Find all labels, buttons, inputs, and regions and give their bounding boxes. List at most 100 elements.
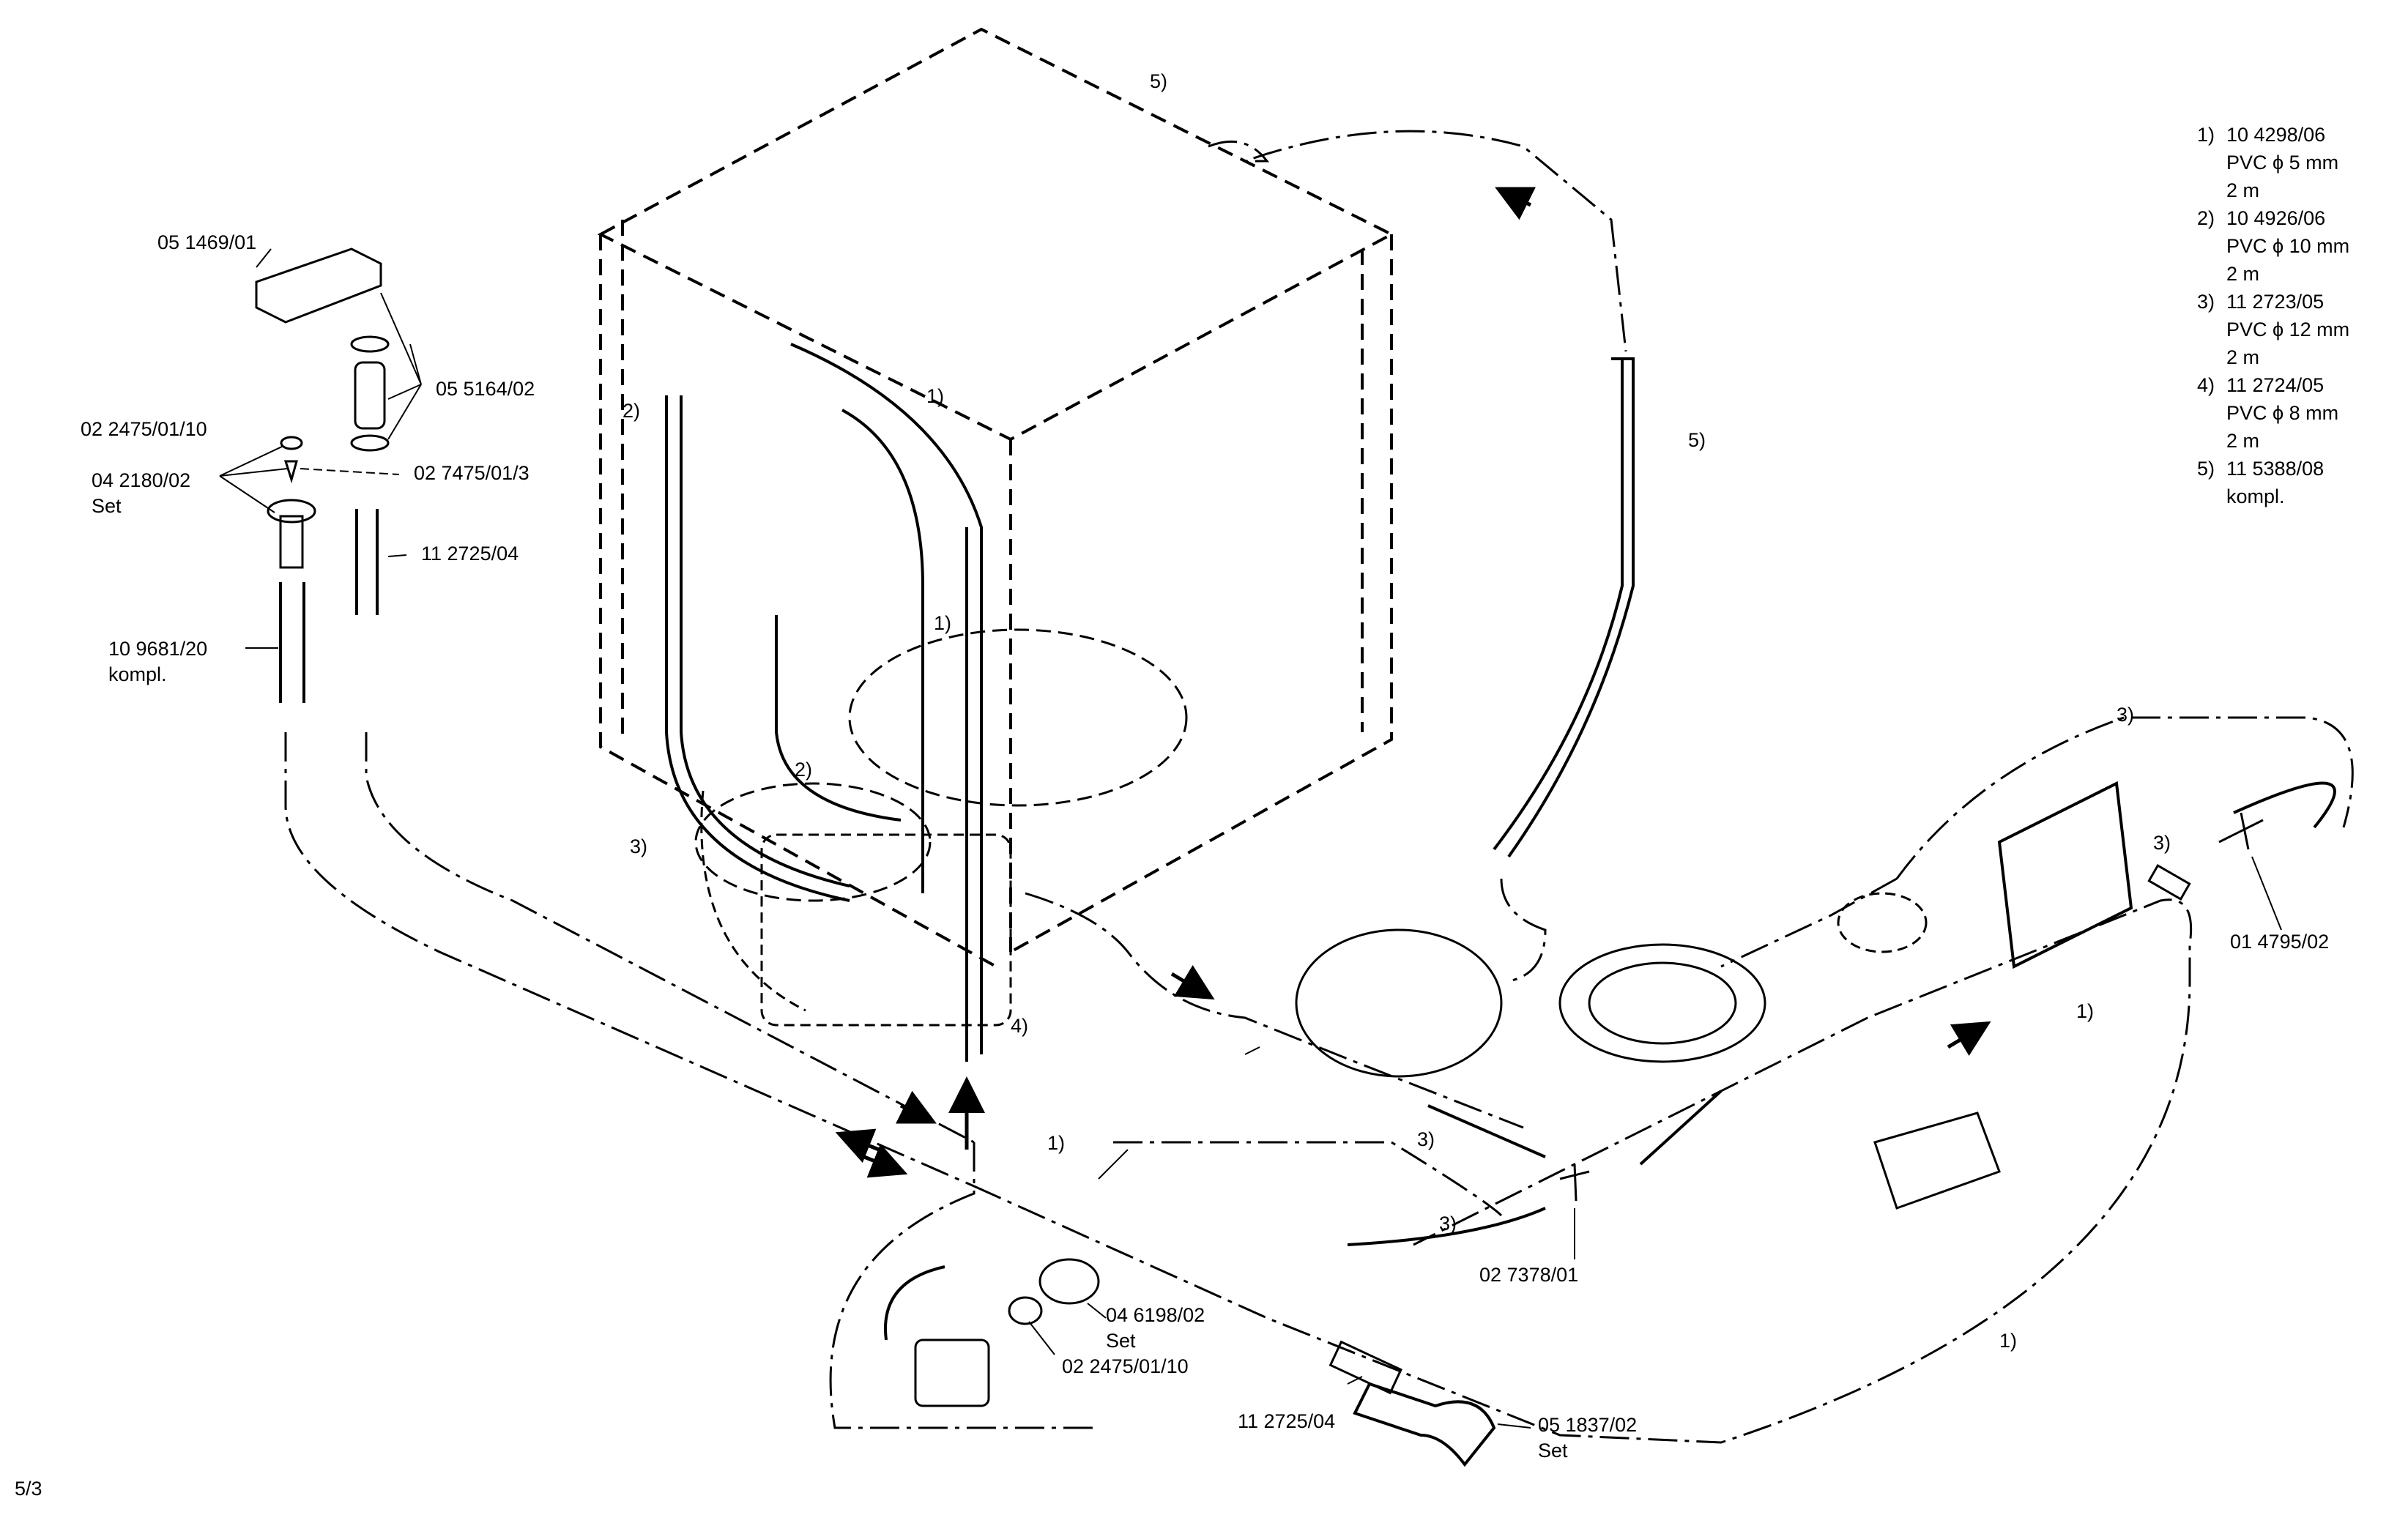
cap-body [279, 515, 304, 569]
hose-1-loop [790, 343, 983, 1054]
label-02-2475-01-10-bottom: 02 2475/01/10 [1062, 1355, 1189, 1377]
label-02-7378-01: 02 7378/01 [1479, 1264, 1578, 1286]
hose-2-left [665, 395, 850, 902]
ref-1-a: 1) [926, 385, 944, 407]
bottom-valve [914, 1338, 990, 1407]
label-11-2725-04-bottom: 11 2725/04 [1238, 1410, 1335, 1432]
flow-arrows [835, 187, 1991, 1178]
sleeve-05-5164-02 [354, 361, 386, 430]
elbow-05-1837-02 [1353, 1382, 1496, 1467]
ref-1-e: 1) [1999, 1330, 2017, 1352]
hose-2-inner [775, 615, 902, 822]
ref-3-a: 3) [630, 835, 647, 857]
legend-length: 2 m [2226, 179, 2260, 201]
legend-entry-3: 3) 11 2723/05 PVC ϕ 12 mm 2 m [2197, 288, 2349, 371]
legend-part: 11 2723/05 [2226, 291, 2325, 313]
ref-3-e: 3) [2153, 832, 2171, 854]
label-04-6198-02: 04 6198/02 [1106, 1304, 1205, 1326]
hose-2-left-inner [680, 395, 850, 887]
legend-entry-2: 2) 10 4926/06 PVC ϕ 10 mm 2 m [2197, 204, 2349, 288]
hose-5b [1493, 359, 1624, 851]
sump-assembly [700, 790, 1012, 1027]
legend-entry-5: 5) 11 5388/08 kompl. [2197, 455, 2349, 510]
coupling-04-6198 [1038, 1258, 1100, 1305]
label-02-2475-01-10-top: 02 2475/01/10 [81, 418, 207, 440]
filter-housing-inner [1588, 961, 1737, 1045]
legend-num: 1) [2197, 124, 2215, 146]
part-labels: 05 1469/01 05 5164/02 02 2475/01/10 04 2… [81, 231, 2329, 1462]
page-number: 5/3 [15, 1478, 42, 1500]
washer-02-2475 [280, 436, 303, 450]
tee-01-4795-02 [2218, 812, 2264, 850]
pump-motor [1295, 928, 1503, 1078]
legend-part: 11 2724/05 [2226, 374, 2325, 396]
right-components [914, 781, 2264, 1467]
hose-1-right [841, 409, 924, 893]
legend-part: 11 5388/08 [2226, 458, 2325, 480]
ref-2-b: 2) [795, 759, 812, 781]
hose-3-mid [1427, 1104, 1546, 1158]
clip-05-1469-01 [255, 247, 382, 324]
hose-3-right [1639, 1090, 1723, 1166]
hose-refs: 1) 1) 1) 1) 1) 2) 2) 3) 3) 3) 3) 3) 4) 5… [623, 70, 2171, 1352]
leader-lines [219, 248, 2282, 1429]
legend-num: 3) [2197, 291, 2215, 313]
ref-1-c: 1) [1047, 1132, 1065, 1154]
legend-length: 2 m [2226, 346, 2260, 368]
valve-block [1873, 1112, 2001, 1210]
valve-02-7475 [283, 460, 298, 484]
routing-lines [284, 130, 2354, 1444]
legend-entry-4: 4) 11 2724/05 PVC ϕ 8 mm 2 m [2197, 371, 2349, 455]
legend-num: 2) [2197, 207, 2215, 229]
legend-spec: PVC ϕ 5 mm [2226, 152, 2339, 174]
ref-4: 4) [1011, 1015, 1028, 1037]
ref-2-a: 2) [623, 400, 640, 422]
hose-5 [1507, 357, 1635, 858]
cap-04-2180 [267, 499, 316, 524]
label-10-9681-20: 10 9681/20 [108, 638, 207, 660]
ref-5-b: 5) [1688, 429, 1706, 451]
control-board [1997, 781, 2133, 969]
label-11-2725-04-top: 11 2725/04 [421, 543, 519, 565]
label-05-1837-02: 05 1837/02 [1538, 1414, 1637, 1436]
hose-tee-right [2233, 781, 2336, 829]
legend-length: 2 m [2226, 263, 2260, 285]
legend-spec: PVC ϕ 10 mm [2226, 235, 2350, 257]
legend-spec: kompl. [2226, 485, 2285, 507]
ref-3-b: 3) [1417, 1128, 1435, 1150]
ref-1-d: 1) [2076, 1000, 2094, 1022]
label-set-3: Set [1538, 1440, 1568, 1462]
hose-set [279, 343, 2336, 1341]
clamp-bottom [350, 434, 390, 452]
small-parts-left [255, 247, 390, 569]
ref-3-c: 3) [1439, 1213, 1457, 1235]
label-05-1469-01: 05 1469/01 [157, 231, 256, 253]
legend-entry-1: 1) 10 4298/06 PVC ϕ 5 mm 2 m [2197, 121, 2349, 204]
ref-5-a: 5) [1150, 70, 1167, 92]
spray-arm-outline [694, 628, 1188, 902]
tee-02-7378-01 [1559, 1163, 1590, 1202]
label-05-5164-02: 05 5164/02 [436, 378, 535, 400]
hose-11-2725-04 [1329, 1340, 1402, 1395]
legend-part: 10 4298/06 [2226, 124, 2326, 146]
label-04-2180-02: 04 2180/02 [92, 469, 190, 491]
cutout-circle [1837, 892, 1928, 953]
legend-num: 5) [2197, 458, 2215, 480]
label-set-2: Set [1106, 1330, 1136, 1352]
legend-spec: PVC ϕ 8 mm [2226, 402, 2339, 424]
filter-housing [1558, 943, 1766, 1063]
legend-num: 4) [2197, 374, 2215, 396]
hose-bottom-left [884, 1265, 945, 1341]
legend-spec: PVC ϕ 12 mm [2226, 319, 2350, 340]
clamp-top [350, 335, 390, 353]
label-01-4795-02: 01 4795/02 [2230, 931, 2329, 953]
ref-1-b: 1) [934, 612, 951, 634]
legend-length: 2 m [2226, 430, 2260, 452]
legend-part: 10 4926/06 [2226, 207, 2326, 229]
ref-3-d: 3) [2117, 704, 2134, 726]
hose-legend: 1) 10 4298/06 PVC ϕ 5 mm 2 m 2) 10 4926/06… [2197, 121, 2349, 510]
label-02-7475-01-3: 02 7475/01/3 [414, 462, 529, 484]
tub-outline [597, 27, 1395, 968]
hose-3-lower [1347, 1207, 1546, 1246]
